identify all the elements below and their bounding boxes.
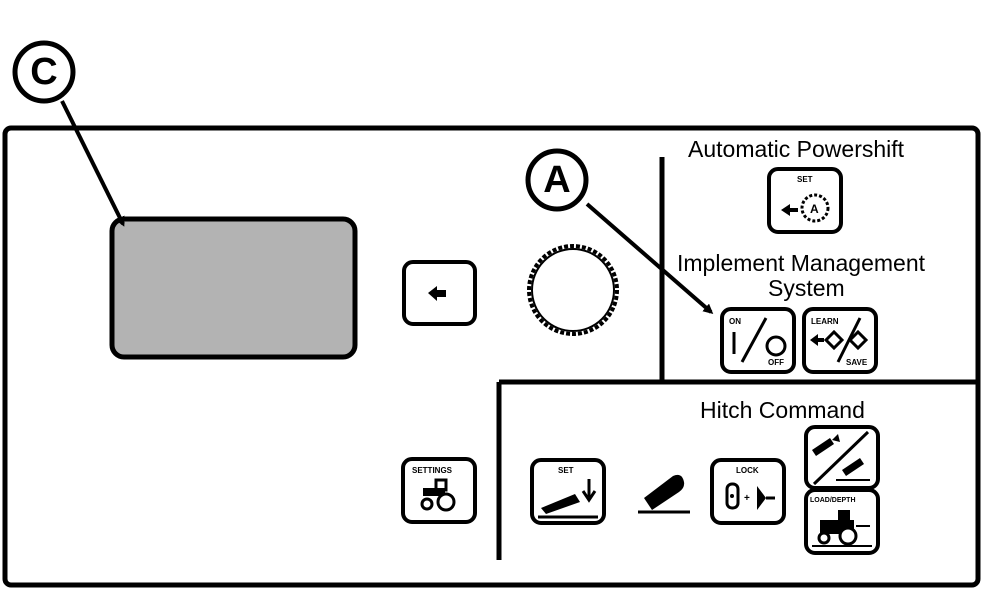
load-depth-icon (812, 510, 872, 547)
save-label: SAVE (846, 358, 868, 367)
on-label: ON (729, 317, 741, 326)
panel-outline (2, 125, 981, 588)
callout-a-leader (585, 202, 714, 314)
lock-plus-label: + (744, 493, 750, 504)
off-label: OFF (768, 358, 784, 367)
callout-c-leader (60, 100, 125, 227)
powershift-set-button[interactable] (767, 167, 843, 234)
settings-label: SETTINGS (412, 466, 453, 475)
automatic-powershift-title: Automatic Powershift (688, 136, 905, 162)
lock-label: LOCK (736, 466, 759, 475)
display-screen (109, 216, 358, 360)
back-arrow-icon (428, 286, 446, 301)
power-toggle-icon (732, 317, 787, 363)
powershift-a-label: A (810, 202, 819, 216)
hitch-lever[interactable] (638, 474, 690, 514)
imp-learn-save-button[interactable] (802, 307, 878, 374)
hitch-lock-button[interactable] (710, 458, 786, 525)
learn-label: LEARN (811, 317, 839, 326)
hitch-set-label: SET (558, 466, 574, 475)
raise-lower-icon (812, 430, 870, 486)
gear-a-icon (781, 193, 830, 223)
hitch-raise-lower-button[interactable] (804, 425, 880, 490)
hitch-command-title: Hitch Command (700, 397, 865, 423)
hitch-load-depth-button[interactable] (804, 488, 880, 555)
learn-save-icon (810, 317, 869, 363)
hitch-set-button[interactable] (530, 458, 606, 525)
callout-a-label: A (543, 159, 571, 201)
implement-management-title-line2: System (768, 275, 845, 301)
imp-on-off-button[interactable] (720, 307, 796, 374)
callout-c-label: C (30, 51, 58, 93)
lock-icon (725, 482, 775, 510)
load-depth-label: LOAD/DEPTH (810, 497, 856, 504)
callout-c-circle (12, 40, 76, 104)
rotary-dial[interactable] (527, 244, 619, 336)
powershift-set-label: SET (797, 175, 813, 184)
back-button[interactable] (402, 260, 477, 326)
settings-button[interactable] (401, 457, 477, 524)
hitch-set-icon (538, 479, 598, 519)
tractor-icon (420, 478, 456, 512)
callout-a-circle (525, 148, 589, 212)
implement-management-title-line1: Implement Management (677, 250, 926, 276)
